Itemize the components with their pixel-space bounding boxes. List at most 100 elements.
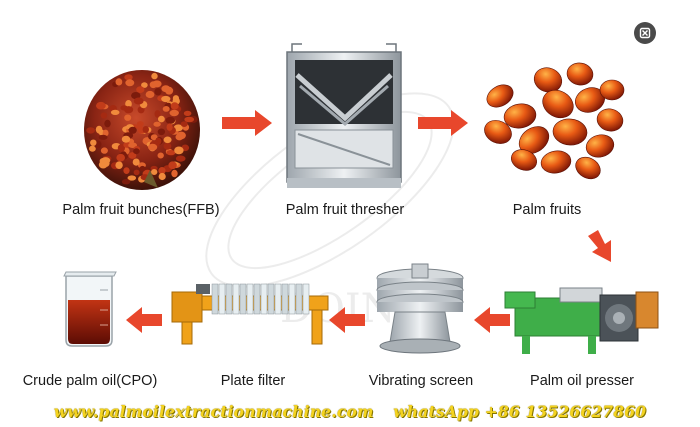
filter-plate: [295, 283, 303, 315]
bunch-fruitlet: [133, 169, 140, 176]
bunch-fruitlet: [180, 121, 188, 127]
bunch-fruitlet: [157, 152, 164, 159]
arrow-presser-to-screen: [474, 307, 510, 333]
filter-plate: [274, 283, 282, 315]
palm-fruit: [575, 156, 601, 180]
bunch-fruitlet: [100, 147, 108, 154]
bunch-fruitlet: [86, 127, 95, 134]
bunch-fruitlet: [115, 78, 123, 86]
filter-plate: [225, 283, 233, 315]
bunch-fruitlet: [141, 82, 148, 88]
footer-whatsapp: whatsApp +86 13526627860: [393, 402, 647, 421]
bunch-fruitlet: [123, 167, 130, 175]
bunch-fruitlet: [110, 109, 120, 115]
palm-fruit: [596, 108, 624, 132]
bunch-fruitlet: [102, 129, 109, 137]
filter-plate: [211, 283, 219, 315]
bunch-fruitlet: [150, 134, 158, 141]
palm-fruit: [540, 150, 572, 174]
bunch-fruitlet: [116, 153, 125, 162]
palm-fruit: [542, 89, 574, 119]
palm-fruit: [503, 103, 537, 129]
footer-contact: www.palmoilextractionmachine.com whatsAp…: [0, 402, 700, 421]
palm-fruit: [511, 149, 537, 171]
bunch-fruitlet: [154, 110, 161, 118]
palm-fruit: [566, 62, 594, 86]
bunch-fruitlet: [125, 100, 132, 108]
plate-filter-image: [171, 283, 329, 345]
bunch-fruitlet: [168, 161, 177, 170]
bunch-fruitlet: [115, 161, 123, 169]
label-palm-fruit-bunches: Palm fruit bunches(FFB): [62, 202, 220, 218]
bunch-fruitlet: [161, 95, 171, 103]
filter-plate: [218, 283, 226, 315]
arrow-thresher-to-fruits: [418, 110, 468, 136]
close-button[interactable]: [634, 22, 656, 44]
palm-fruits-image: [484, 62, 625, 180]
bunch-fruitlet: [151, 72, 158, 80]
bunch-fruitlet: [89, 145, 96, 152]
filter-plate: [288, 283, 296, 315]
bunch-fruitlet: [142, 126, 149, 133]
bunch-fruitlet: [162, 106, 170, 112]
bunch-fruitlet: [131, 92, 141, 100]
filter-plate: [239, 283, 247, 315]
bunch-fruitlet: [96, 101, 106, 110]
bunch-fruitlet: [145, 90, 155, 99]
bunch-fruitlet: [161, 85, 171, 93]
palm-fruit: [484, 120, 512, 144]
filter-plate: [302, 283, 310, 315]
bunch-fruitlet: [163, 142, 172, 150]
bunch-fruitlet: [175, 133, 184, 141]
bunch-fruitlet: [170, 102, 179, 110]
bunch-fruitlet: [128, 126, 137, 134]
bunch-fruitlet: [154, 88, 162, 96]
label-palm-oil-presser: Palm oil presser: [530, 373, 634, 389]
close-icon: [639, 27, 651, 39]
bunch-fruitlet: [128, 142, 138, 148]
label-plate-filter: Plate filter: [220, 373, 286, 389]
bunch-fruitlet: [124, 106, 134, 114]
bunch-fruitlet: [157, 128, 166, 136]
bunch-fruitlet: [128, 152, 137, 159]
label-crude-palm-oil: Crude palm oil(CPO): [22, 373, 158, 389]
bunch-fruitlet: [171, 169, 178, 178]
bunch-fruitlet: [133, 97, 144, 105]
bunch-fruitlet: [133, 148, 140, 155]
flow-arrows: [126, 110, 611, 333]
palm-bunch-image: [84, 70, 200, 190]
bunch-fruitlet: [125, 79, 135, 87]
bunch-fruitlet: [183, 110, 192, 116]
bunch-fruitlet: [148, 143, 158, 151]
arrow-bunch-to-thresher: [222, 110, 272, 136]
bunch-fruitlet: [124, 114, 132, 121]
bunch-fruitlet: [169, 109, 179, 117]
footer-website: www.palmoilextractionmachine.com: [53, 402, 374, 421]
bunch-fruitlet: [153, 121, 161, 127]
bunch-fruitlet: [90, 139, 97, 146]
presser-image: [504, 287, 659, 354]
thresher-image: [286, 43, 402, 188]
bunch-fruitlet: [151, 169, 158, 175]
palm-fruit: [533, 67, 563, 93]
bunch-fruitlet: [136, 86, 145, 93]
palm-fruit: [518, 126, 550, 154]
bunch-fruitlet: [136, 123, 143, 129]
oil-beaker-image: [63, 271, 117, 347]
bunch-fruitlet: [163, 136, 172, 144]
bunch-fruitlet: [121, 179, 131, 185]
bunch-fruitlet: [104, 119, 111, 128]
bunch-fruitlet: [175, 155, 186, 162]
palm-fruit: [486, 84, 514, 108]
filter-plate: [232, 283, 240, 315]
bunch-fruitlet: [139, 165, 146, 172]
bunch-fruitlet: [100, 112, 108, 119]
vibrating-screen-image: [376, 263, 464, 354]
arrow-filter-to-oil: [126, 307, 162, 333]
filter-plate: [260, 283, 268, 315]
bunch-fruitlet: [166, 150, 176, 156]
bunch-fruitlet: [121, 135, 131, 143]
bunch-fruitlet: [117, 144, 125, 152]
bunch-fruitlet: [132, 158, 140, 166]
